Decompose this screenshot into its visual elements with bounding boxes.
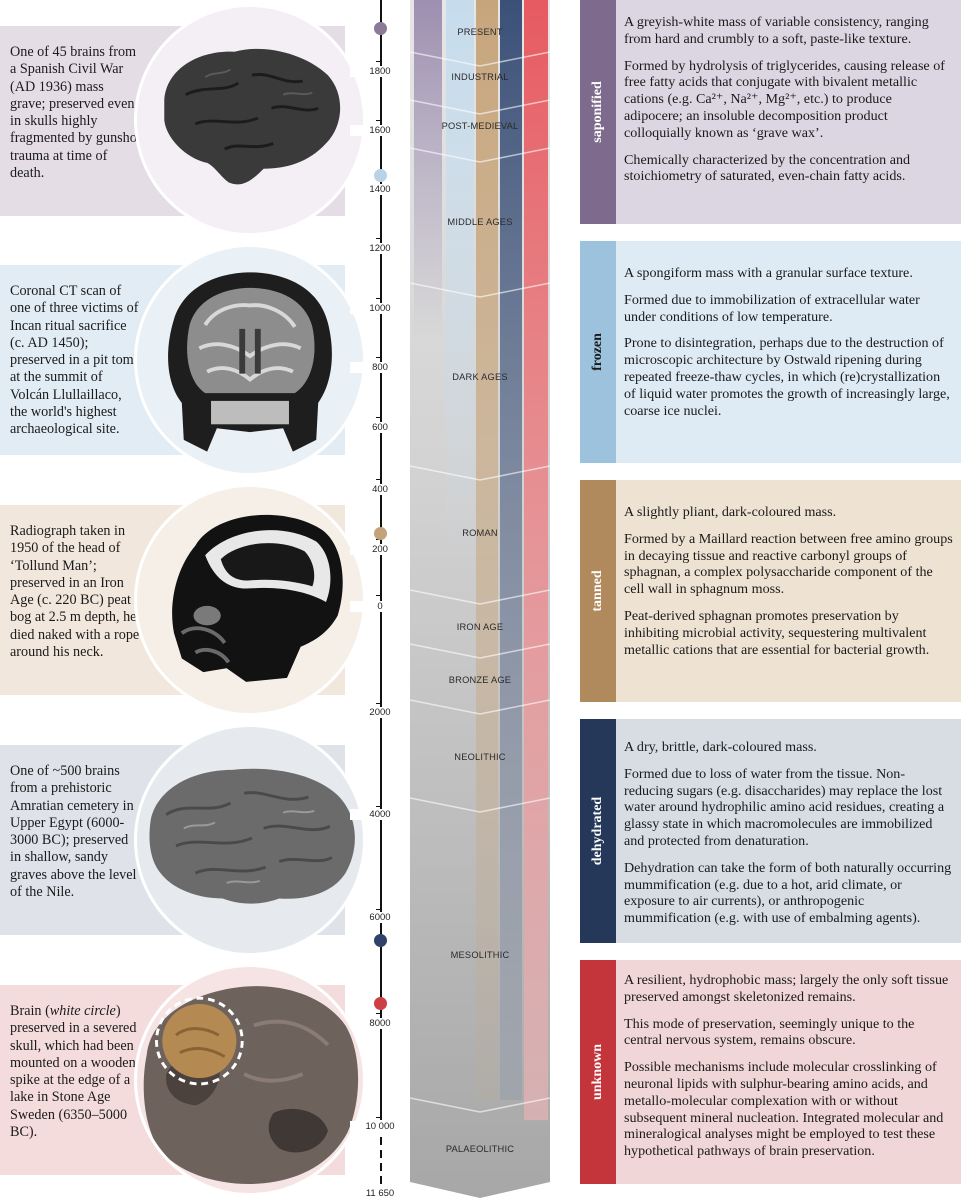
mode-description: A greyish-white mass of variable consist… — [624, 14, 953, 195]
axis-tick — [376, 357, 382, 358]
timeline-axis-break — [380, 1137, 382, 1145]
marker-unknown-dot — [374, 997, 387, 1010]
axis-label: 1000 — [350, 303, 410, 314]
timeline-axis-break — [380, 1176, 382, 1184]
era-label-industrial: INDUSTRIAL — [451, 72, 509, 82]
paragraph: Chemically characterized by the concentr… — [624, 151, 911, 185]
axis-tick — [376, 1117, 382, 1118]
caption-text: Coronal CT scan of one of three victims … — [10, 283, 141, 438]
specimen-image-frozen-ct-scan — [134, 244, 366, 476]
mode-panel-dehydrated: dehydrated A dry, brittle, dark-coloured… — [580, 719, 961, 943]
axis-tick — [376, 806, 382, 807]
axis-label: 8000 — [350, 1018, 410, 1029]
timeline-axis-break — [380, 1150, 382, 1158]
axis-tick — [376, 298, 382, 299]
axis-label: 4000 — [350, 809, 410, 820]
mode-description: A slightly pliant, dark-coloured mass. F… — [624, 504, 953, 668]
marker-tanned-dot — [374, 527, 387, 540]
axis-tick — [376, 61, 382, 62]
paragraph: A resilient, hydrophobic mass; largely t… — [624, 972, 949, 1005]
caption-text: Radiograph taken in 1950 of the head of … — [10, 523, 140, 661]
paragraph: A dry, brittle, dark-coloured mass. — [624, 739, 817, 755]
era-label-mesolithic: MESOLITHIC — [450, 950, 510, 960]
paragraph: Formed by a Maillard reaction between fr… — [624, 530, 953, 598]
paragraph: Peat-derived sphagnan promotes preservat… — [624, 607, 930, 658]
mode-tab: unknown — [580, 960, 616, 1184]
mode-description: A resilient, hydrophobic mass; largely t… — [624, 972, 953, 1170]
axis-tick — [376, 1013, 382, 1014]
axis-label: 6000 — [350, 912, 410, 923]
axis-label: 11 650 — [350, 1188, 410, 1199]
caption-text: One of 45 brains from a Spanish Civil Wa… — [10, 44, 141, 182]
era-label-post-medieval: POST-MEDIEVAL — [441, 121, 519, 131]
axis-label: 0 — [350, 601, 410, 612]
era-label-dark-ages: DARK AGES — [452, 372, 508, 382]
mode-panel-tanned: tanned A slightly pliant, dark-coloured … — [580, 480, 961, 702]
mode-name: unknown — [590, 1043, 605, 1101]
axis-label: 10 000 — [350, 1121, 410, 1132]
era-timeline-column — [410, 0, 550, 1198]
mode-name: dehydrated — [590, 796, 605, 866]
axis-tick — [376, 238, 382, 239]
paragraph: Formed by hydrolysis of triglycerides, c… — [624, 57, 945, 141]
paragraph: Dehydration can take the form of both na… — [624, 859, 952, 927]
marker-saponified-dot — [374, 22, 387, 35]
mode-tab: tanned — [580, 480, 616, 702]
paragraph: A spongiform mass with a granular surfac… — [624, 265, 913, 281]
axis-label: 1800 — [350, 66, 410, 77]
paragraph: A greyish-white mass of variable consist… — [624, 14, 929, 47]
mode-tab: frozen — [580, 241, 616, 463]
specimen-image-tanned-radiograph — [134, 484, 366, 716]
timeline-axis-break — [380, 1163, 382, 1171]
axis-label: 2000 — [350, 707, 410, 718]
caption-text: One of ~500 brains from a prehistoric Am… — [10, 763, 137, 901]
axis-tick — [376, 703, 382, 704]
mode-name: tanned — [590, 570, 605, 612]
specimen-image-dehydrated-brain — [134, 724, 366, 956]
marker-frozen-dot — [374, 169, 387, 182]
axis-label: 800 — [350, 362, 410, 373]
caption-text: Brain (white circle) preserved in a seve… — [10, 1003, 137, 1141]
mode-name: saponified — [590, 81, 605, 143]
axis-label: 200 — [350, 544, 410, 555]
specimen-image-unknown-skull — [134, 964, 366, 1196]
mode-panel-frozen: frozen A spongiform mass with a granular… — [580, 241, 961, 463]
mode-tab: saponified — [580, 0, 616, 224]
paragraph: Possible mechanisms include molecular cr… — [624, 1059, 944, 1160]
era-label-neolithic: NEOLITHIC — [454, 752, 506, 762]
mode-name: frozen — [590, 333, 605, 371]
axis-label: 1400 — [350, 184, 410, 195]
paragraph: Formed due to loss of water from the tis… — [624, 765, 945, 849]
paragraph: This mode of preservation, seemingly uni… — [624, 1015, 915, 1049]
axis-tick — [376, 479, 382, 480]
axis-tick — [376, 909, 382, 910]
axis-label: 400 — [350, 484, 410, 495]
timeline-axis — [380, 0, 382, 1120]
axis-label: 600 — [350, 422, 410, 433]
era-label-bronze-age: BRONZE AGE — [448, 675, 512, 685]
era-label-roman: ROMAN — [462, 528, 498, 538]
axis-tick — [376, 120, 382, 121]
axis-label: 1600 — [350, 125, 410, 136]
mode-description: A dry, brittle, dark-coloured mass. Form… — [624, 739, 953, 937]
specimen-image-saponified-brain — [134, 4, 366, 236]
paragraph: Prone to disintegration, perhaps due to … — [624, 335, 950, 419]
mode-panel-saponified: saponified A greyish-white mass of varia… — [580, 0, 961, 224]
mode-description: A spongiform mass with a granular surfac… — [624, 265, 953, 429]
mode-panel-unknown: unknown A resilient, hydrophobic mass; l… — [580, 960, 961, 1184]
marker-dehydrated-dot — [374, 934, 387, 947]
era-label-iron-age: IRON AGE — [456, 622, 504, 632]
axis-tick — [376, 595, 382, 596]
era-label-present: PRESENT — [457, 27, 503, 37]
era-label-palaeolithic: PALAEOLITHIC — [445, 1144, 515, 1154]
paragraph: Formed due to immobilization of extracel… — [624, 291, 920, 325]
paragraph: A slightly pliant, dark-coloured mass. — [624, 504, 837, 520]
mode-tab: dehydrated — [580, 719, 616, 943]
era-label-middle-ages: MIDDLE AGES — [447, 217, 513, 227]
axis-tick — [376, 417, 382, 418]
axis-label: 1200 — [350, 243, 410, 254]
